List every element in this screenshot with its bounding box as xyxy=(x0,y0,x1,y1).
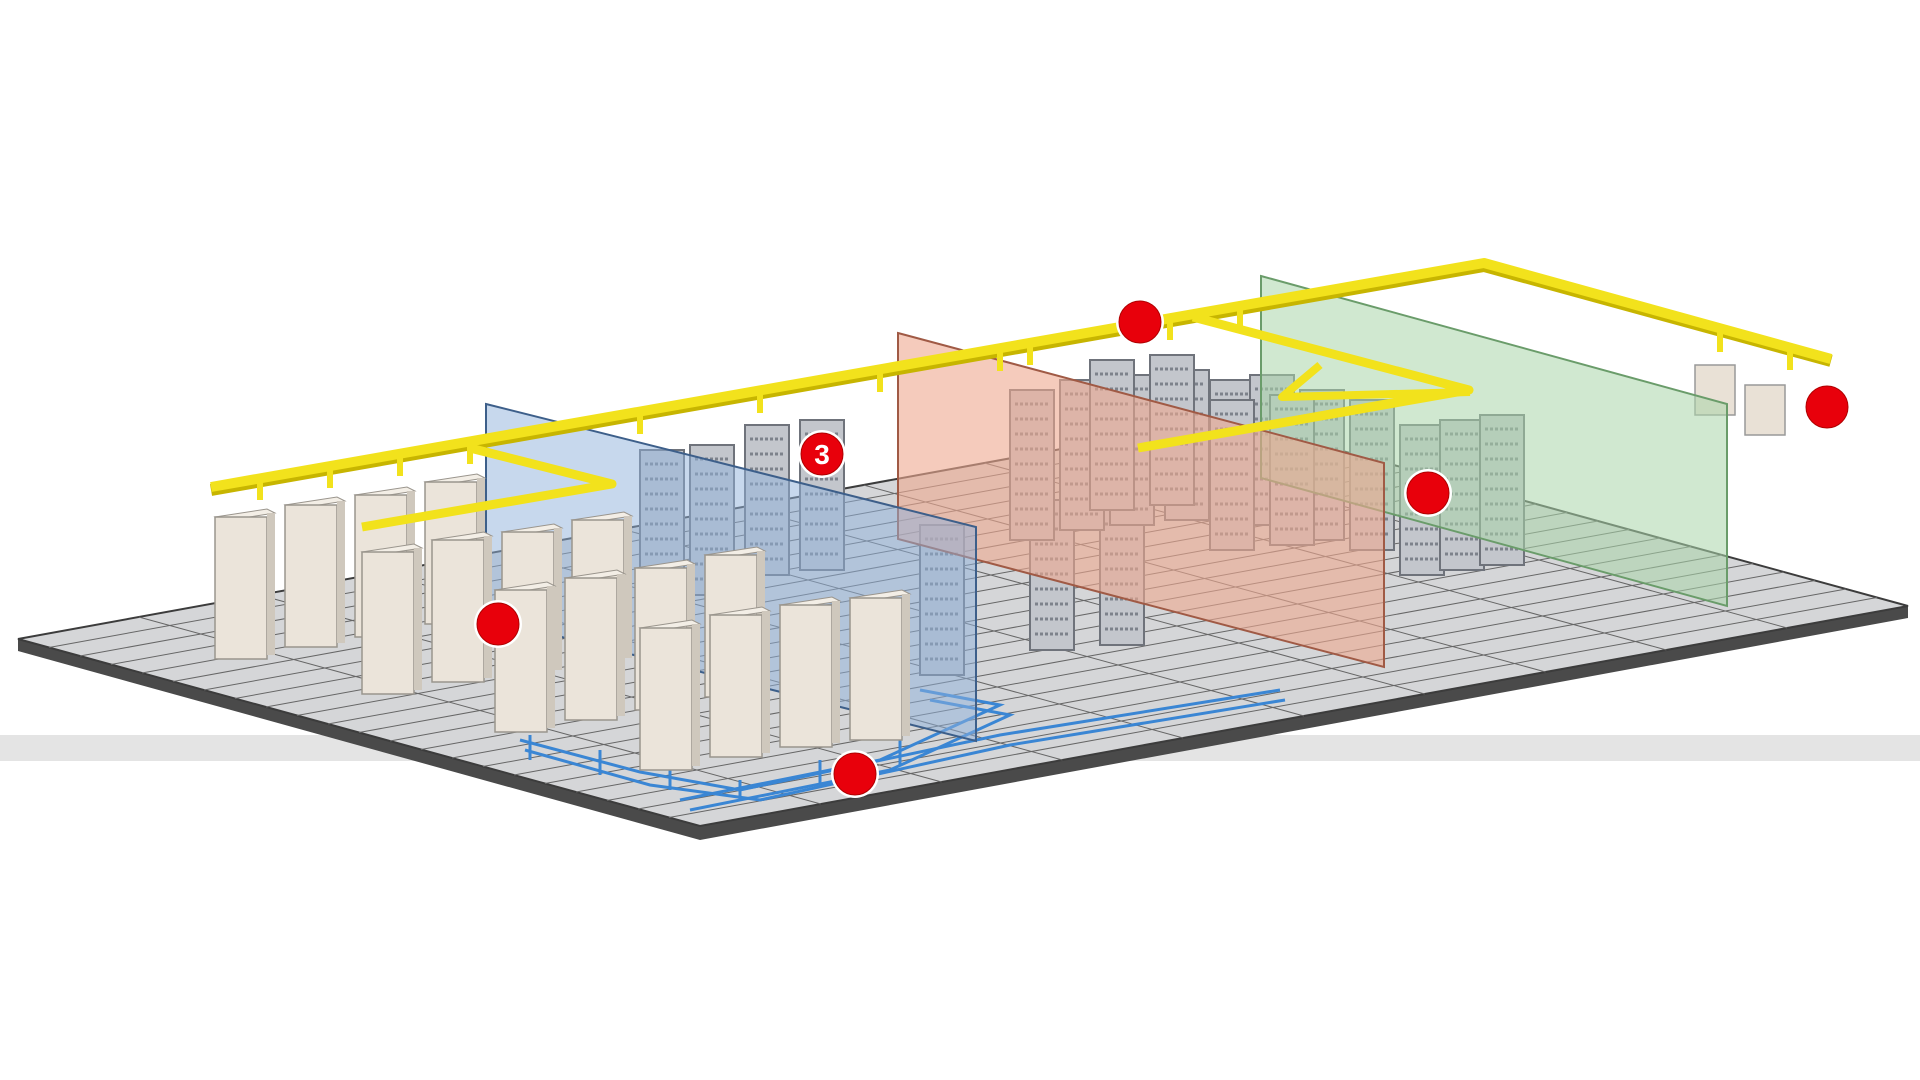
marker-dot xyxy=(1118,300,1162,344)
hotspot-wall-panels-marker[interactable] xyxy=(1803,383,1851,431)
power-cabinet xyxy=(360,543,424,695)
power-cabinet xyxy=(708,606,772,758)
power-cabinet xyxy=(213,508,277,660)
power-cabinet xyxy=(638,619,702,771)
marker-dot xyxy=(800,432,844,476)
branch-tray-1 xyxy=(361,443,617,532)
power-cabinet xyxy=(563,569,627,721)
green-zone-panel xyxy=(1260,274,1728,608)
power-cabinet xyxy=(848,589,912,741)
marker-dot xyxy=(1805,385,1849,429)
overhead-cable-trays xyxy=(209,258,1833,532)
hotspot-underfloor-cabling-marker[interactable] xyxy=(831,750,879,798)
branch-tray-3 xyxy=(1278,361,1471,401)
marker-dot xyxy=(833,752,877,796)
hotspot-numbered-rack-marker[interactable]: 3 xyxy=(798,430,846,478)
hotspot-tray-junction-marker[interactable] xyxy=(1116,298,1164,346)
marker-dot xyxy=(1406,471,1450,515)
marker-dot xyxy=(476,602,520,646)
marker-number: 3 xyxy=(814,439,830,470)
branch-tray-4 xyxy=(1239,386,1461,434)
wall-panel-box xyxy=(1744,384,1786,436)
hotspot-green-zone-racks-marker[interactable] xyxy=(1404,469,1452,517)
floor-edge xyxy=(18,606,1908,840)
red-zone-panel xyxy=(897,331,1385,669)
power-cabinet xyxy=(778,596,842,748)
power-cabinet xyxy=(283,496,347,648)
hotspot-markers[interactable]: 3 xyxy=(474,298,1851,798)
hotspot-power-cabinets-marker[interactable] xyxy=(474,600,522,648)
